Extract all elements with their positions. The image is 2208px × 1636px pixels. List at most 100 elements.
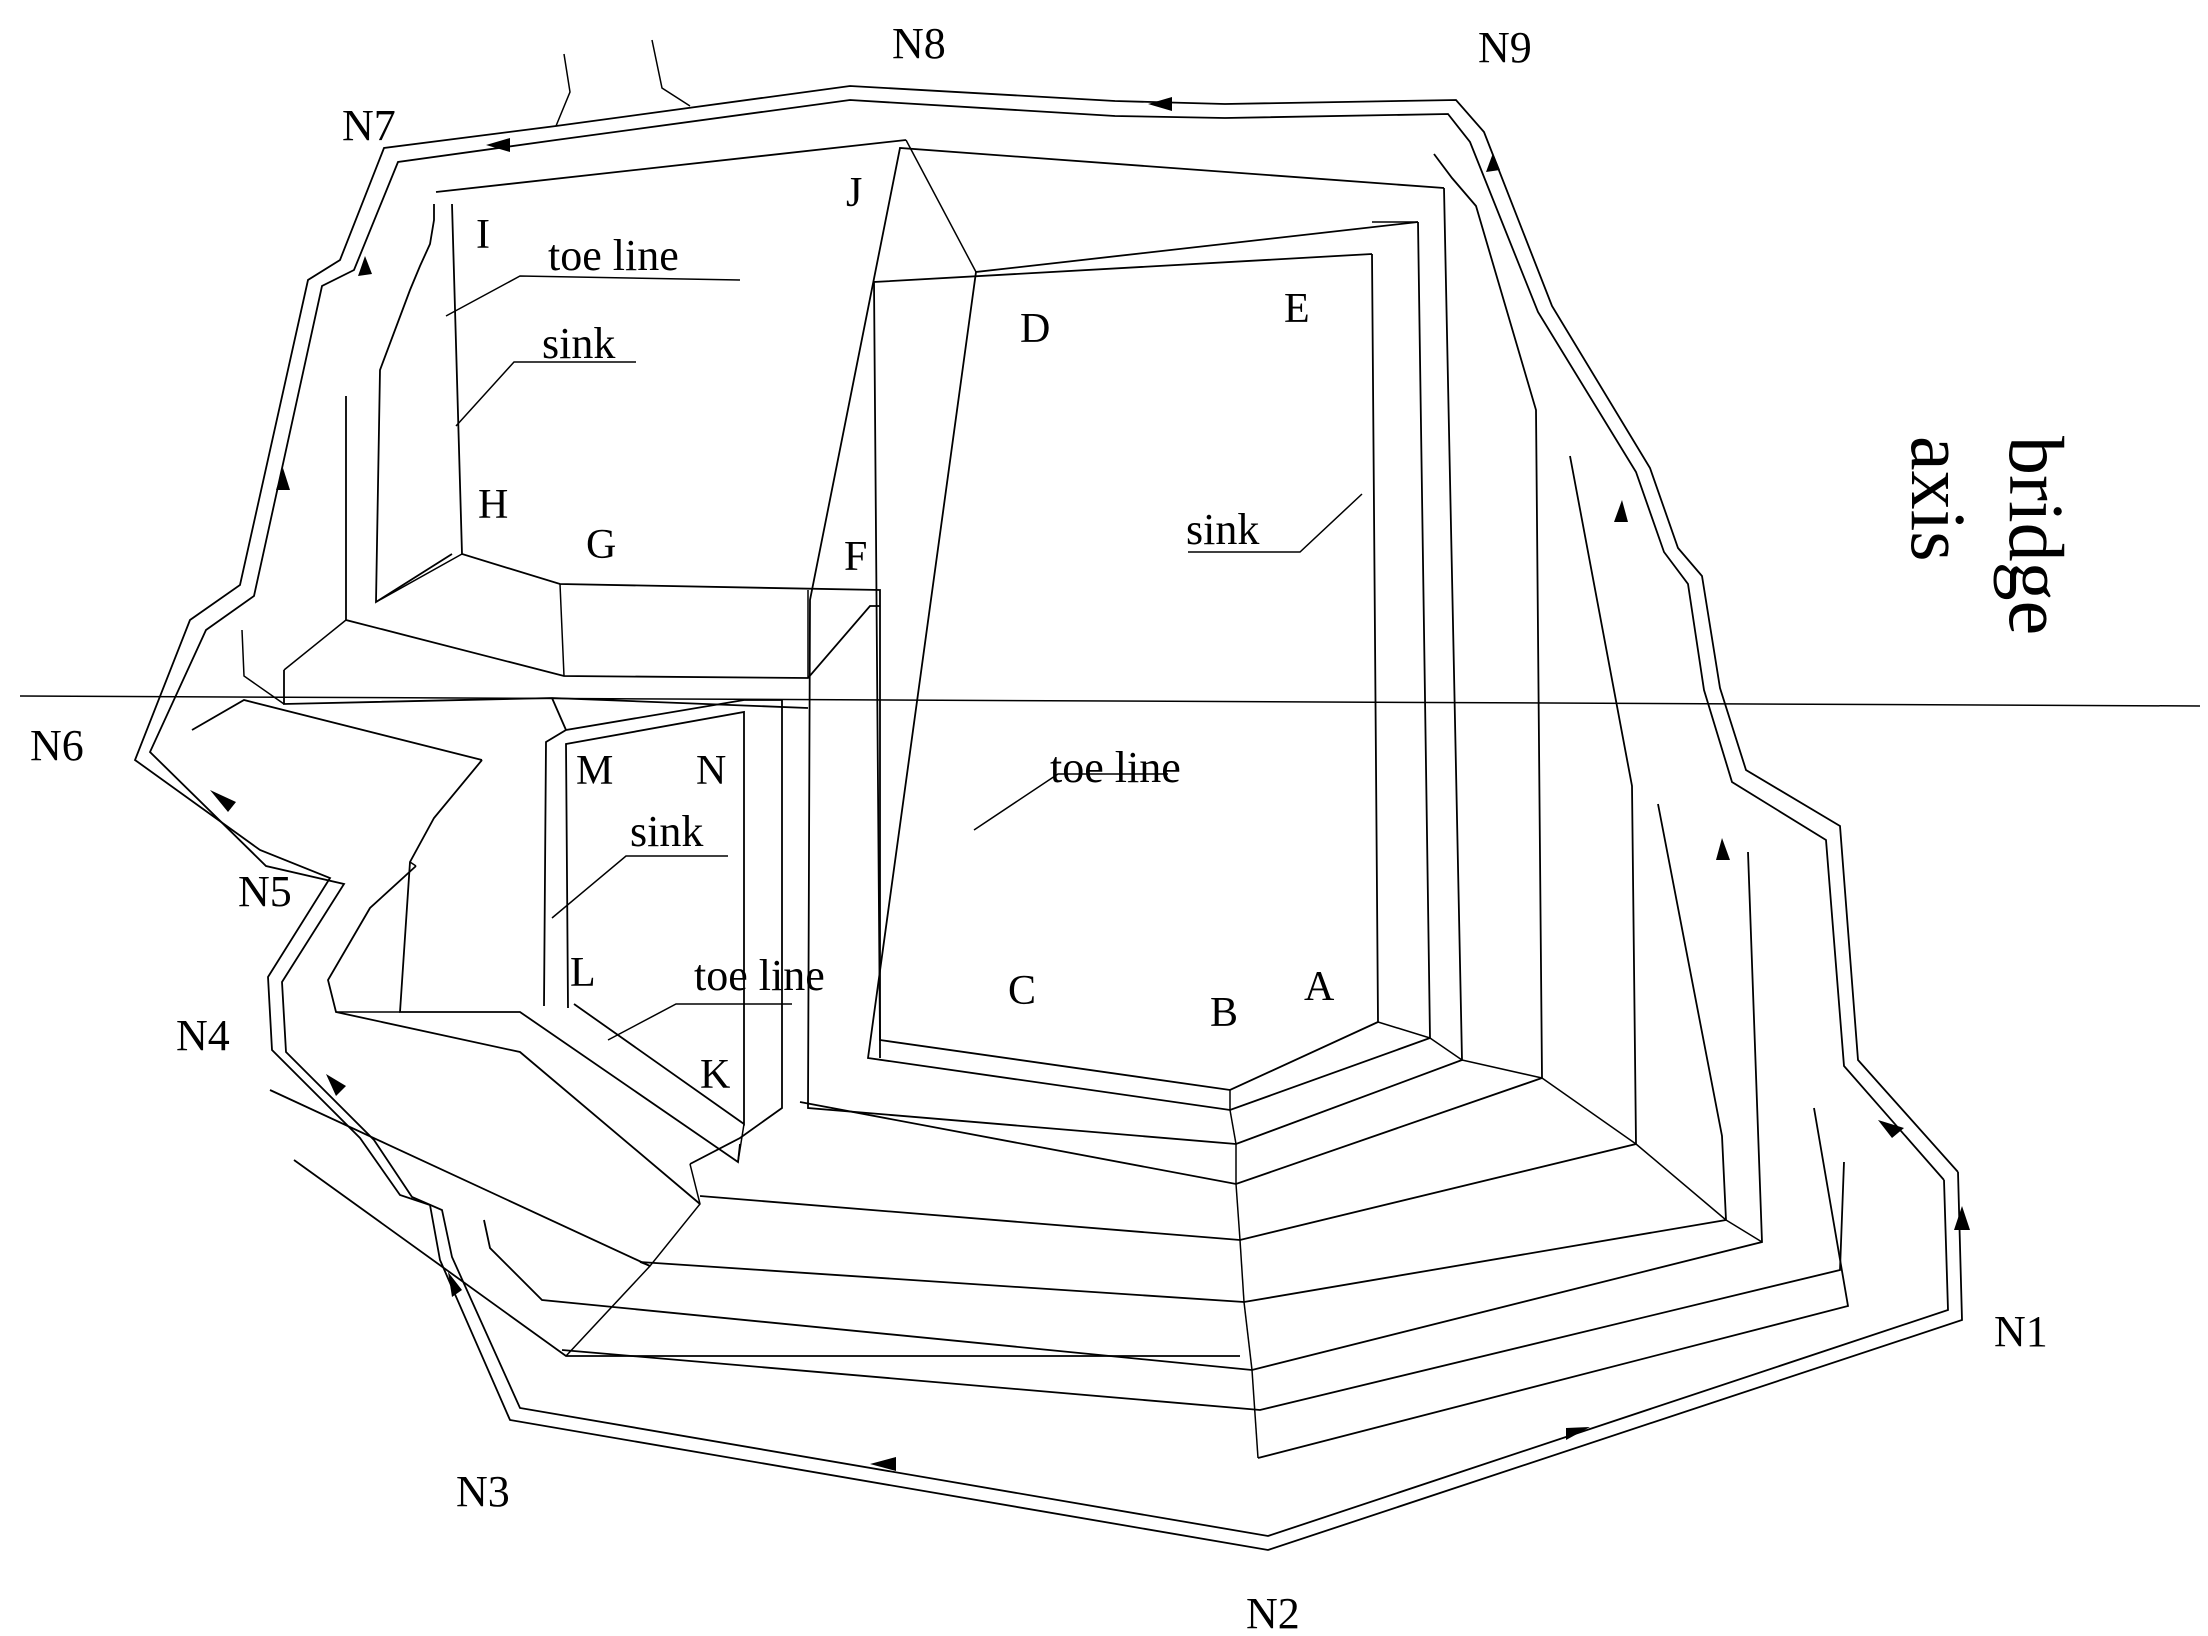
- flow-arrow: [1148, 97, 1172, 111]
- outer-perimeter-inner-line: [148, 99, 1949, 1537]
- terrain-edge: [651, 39, 691, 107]
- bridge-axis-line: [19, 695, 2201, 707]
- step-edge: [737, 1123, 745, 1163]
- node-label-n8: N8: [892, 19, 946, 68]
- step-edge: [283, 619, 347, 671]
- terrace-ring: [283, 670, 809, 709]
- leader-toe-line-lower: [607, 1003, 792, 1041]
- terrace-ring: [483, 851, 1763, 1371]
- terrace-ring: [699, 455, 1637, 1241]
- leader-toe-line-upper: [445, 275, 741, 317]
- point-label-n: N: [696, 748, 726, 794]
- flow-arrow: [358, 256, 372, 276]
- corner-point-labels: A B C D E F G H I J K L M N: [476, 170, 1335, 1098]
- outer-perimeter: [133, 39, 1970, 1551]
- flow-arrow: [1878, 1120, 1904, 1138]
- step-edge: [1461, 1059, 1543, 1079]
- step-edge: [1725, 1219, 1763, 1243]
- terrace-ring: [435, 139, 907, 193]
- flow-arrow: [326, 1074, 346, 1096]
- terrace-ring: [543, 699, 783, 1165]
- step-edge: [1541, 1077, 1637, 1145]
- terrace-ring: [866, 221, 1431, 1111]
- terrace-ring: [375, 204, 453, 604]
- outer-perimeter-outer-line: [133, 85, 1963, 1551]
- flow-arrow: [870, 1457, 896, 1471]
- terrace-ring: [639, 803, 1727, 1303]
- point-label-h: H: [478, 482, 508, 528]
- main-pit-terraces: [483, 139, 1850, 1459]
- point-label-d: D: [1020, 306, 1050, 352]
- pit-toe-ring: [451, 203, 881, 1058]
- outer-node-labels: N1 N2 N3 N4 N5 N6 N7 N8 N9: [30, 19, 2048, 1636]
- node-label-n4: N4: [176, 1011, 230, 1060]
- step-edge: [1251, 1369, 1259, 1459]
- terrace-ring: [293, 1159, 1240, 1357]
- step-edge: [1239, 1239, 1245, 1303]
- flow-arrow: [1716, 838, 1730, 860]
- bridge-axis-label: bridge axis: [1895, 436, 2080, 635]
- step-edge: [241, 629, 285, 705]
- step-edge: [1229, 1109, 1237, 1145]
- node-label-n3: N3: [456, 1467, 510, 1516]
- terrain-edge: [555, 53, 571, 127]
- terrace-ring: [269, 1089, 651, 1267]
- toe-line-label-upper: toe line: [548, 231, 679, 280]
- annotation-texts: toe line sink sink toe line sink toe lin…: [542, 231, 1259, 1000]
- step-edge: [1243, 1301, 1253, 1371]
- step-edge: [639, 1163, 701, 1267]
- flow-arrow: [486, 138, 510, 152]
- pit-toe-ring: [565, 710, 745, 1126]
- step-edge: [559, 583, 565, 677]
- step-edge: [1377, 1021, 1431, 1039]
- node-label-n1: N1: [1994, 1307, 2048, 1356]
- node-label-n5: N5: [238, 867, 292, 916]
- leader-sink-right: [1188, 493, 1363, 553]
- bridge-axis-label-line1: bridge: [1993, 436, 2080, 635]
- step-edge: [1429, 1037, 1463, 1061]
- flow-arrow: [1566, 1427, 1590, 1440]
- upper-left-pit: [241, 139, 907, 1058]
- terrace-ring: [873, 253, 1379, 1091]
- flow-arrow: [210, 790, 236, 812]
- leader-toe-line-center: [973, 773, 1168, 831]
- step-edge: [1635, 1143, 1727, 1221]
- flow-arrow: [448, 1272, 462, 1297]
- point-label-l: L: [570, 950, 596, 996]
- annotation-leaders: [445, 275, 1363, 1041]
- toe-line-label-lower: toe line: [694, 951, 825, 1000]
- flow-arrow: [276, 468, 290, 490]
- point-label-m: M: [576, 748, 613, 794]
- point-label-g: G: [586, 522, 616, 568]
- sink-label-right: sink: [1186, 505, 1259, 554]
- terrace-ring: [561, 1161, 1845, 1411]
- point-label-i: I: [476, 212, 490, 258]
- terrace-ring: [807, 147, 1463, 1145]
- terrace-ring: [1257, 1107, 1850, 1459]
- step-edge: [905, 139, 977, 273]
- point-label-b: B: [1210, 990, 1238, 1036]
- point-label-e: E: [1284, 286, 1310, 332]
- step-edge: [409, 861, 417, 867]
- flow-arrow: [1614, 500, 1628, 522]
- terrace-ring: [191, 699, 483, 761]
- node-label-n6: N6: [30, 721, 84, 770]
- toe-line-label-center: toe line: [1050, 743, 1181, 792]
- sink-label-lower: sink: [630, 807, 703, 856]
- node-label-n7: N7: [342, 101, 396, 150]
- lower-left-pit: [191, 697, 1240, 1357]
- terrace-ring: [345, 396, 880, 679]
- sink-label-upper: sink: [542, 319, 615, 368]
- step-edge: [375, 553, 463, 603]
- flow-arrow: [1486, 153, 1500, 172]
- terrace-ring: [551, 697, 567, 731]
- leader-sink-lower: [551, 855, 728, 919]
- step-edge: [1235, 1183, 1241, 1241]
- node-label-n2: N2: [1246, 1589, 1300, 1636]
- leader-sink-upper: [455, 361, 636, 427]
- point-label-c: C: [1008, 968, 1036, 1014]
- point-label-a: A: [1304, 964, 1335, 1010]
- point-label-j: J: [846, 170, 862, 216]
- step-edge: [565, 1265, 651, 1357]
